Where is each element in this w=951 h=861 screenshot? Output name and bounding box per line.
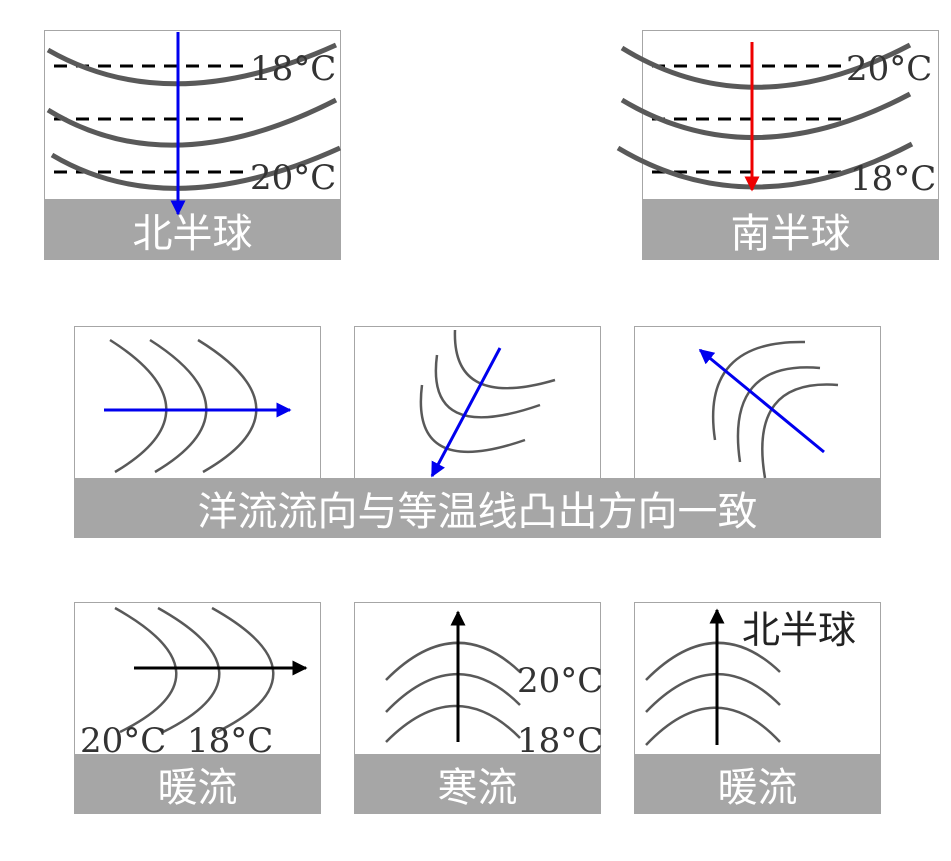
isotherm-curve [736, 366, 821, 463]
isotherm-curve [211, 606, 275, 734]
current-arrow [698, 348, 825, 454]
example-3-diagram [698, 340, 839, 479]
caption-warm-current-2: 暖流 [634, 754, 881, 814]
caption-north-hemisphere: 北半球 [44, 199, 341, 260]
isotherm-curve [197, 338, 258, 474]
temp-label-18: 18°C [187, 721, 273, 761]
south-hemisphere-diagram: 20°C 18°C [616, 42, 936, 199]
isotherm-curve [149, 338, 208, 474]
isotherm-curve [711, 340, 806, 441]
isotherm-curve [620, 91, 912, 140]
temp-label-20: 20°C [80, 721, 166, 761]
isotherm-curve [419, 384, 526, 454]
isotherm-curve [50, 145, 342, 191]
isotherm-curve [761, 383, 839, 479]
isotherm-curve [46, 42, 338, 87]
temp-label-18: 18°C [517, 721, 603, 761]
caption-south-hemisphere: 南半球 [642, 199, 939, 260]
isotherm-curve [645, 706, 781, 746]
caption-warm-current-1: 暖流 [74, 754, 321, 814]
isotherm-curve [109, 338, 168, 474]
isotherm-curve [46, 97, 338, 148]
caption-cold-current: 寒流 [354, 754, 601, 814]
isotherm-curve [645, 641, 781, 681]
isotherm-curve [114, 606, 178, 734]
north-hemisphere-diagram: 18°C 20°C [46, 32, 342, 216]
temp-label-20: 20°C [250, 158, 336, 198]
example-2-diagram [419, 329, 556, 478]
example-1-diagram [104, 338, 292, 474]
warm-current-2-diagram: 北半球 [645, 608, 856, 746]
warm-current-1-diagram: 20°C 18°C [80, 606, 308, 761]
cold-current-diagram: 20°C 18°C [385, 610, 603, 761]
temp-label-20: 20°C [846, 49, 932, 89]
isotherm-curve [385, 704, 521, 743]
temp-label-20: 20°C [517, 661, 603, 701]
caption-flow-rule: 洋流流向与等温线凸出方向一致 [74, 478, 881, 538]
isotherm-curve [157, 606, 221, 734]
current-arrow [430, 347, 502, 478]
isotherm-curve [645, 673, 781, 713]
temp-label-18: 18°C [250, 49, 336, 89]
isotherm-curve [453, 329, 556, 390]
isotherm-curve [385, 673, 521, 713]
isotherm-curve [434, 354, 541, 419]
hemisphere-note: 北半球 [742, 608, 856, 652]
temp-label-18: 18°C [850, 159, 936, 199]
isotherm-curve [620, 42, 912, 90]
isotherm-curve [385, 641, 521, 681]
